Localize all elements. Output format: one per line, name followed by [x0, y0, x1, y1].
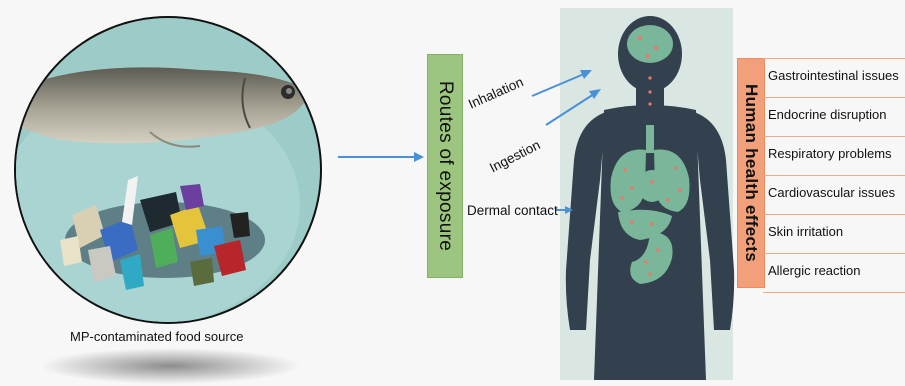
plate-shadow [40, 348, 300, 384]
brain [627, 25, 673, 63]
arrow-to-routes [338, 152, 424, 162]
health-effect-label: Skin irritation [768, 224, 843, 239]
food-source-caption: MP-contaminated food source [70, 329, 243, 344]
routes-of-exposure-box: Routes of exposure [427, 54, 463, 278]
contaminated-food-plate-image [0, 0, 340, 340]
health-effect-item: Cardiovascular issues [763, 176, 905, 215]
route-dermal-contact-label: Dermal contact [467, 203, 558, 218]
routes-of-exposure-title: Routes of exposure [434, 81, 456, 251]
health-effect-label: Allergic reaction [768, 263, 861, 278]
health-effect-item: Skin irritation [763, 215, 905, 254]
health-effect-label: Respiratory problems [768, 146, 892, 161]
health-effect-label: Endocrine disruption [768, 107, 887, 122]
health-effect-item: Respiratory problems [763, 137, 905, 176]
health-effects-box: Human health effects [737, 58, 765, 288]
heart [638, 170, 666, 202]
health-effect-label: Cardiovascular issues [768, 185, 895, 200]
health-effect-item: Allergic reaction [763, 254, 905, 293]
health-effects-title: Human health effects [741, 84, 761, 262]
trachea [646, 125, 654, 153]
health-effect-item: Endocrine disruption [763, 98, 905, 137]
health-effects-list: Gastrointestinal issues Endocrine disrup… [763, 58, 905, 293]
health-effect-item: Gastrointestinal issues [763, 58, 905, 98]
health-effect-label: Gastrointestinal issues [768, 68, 899, 83]
